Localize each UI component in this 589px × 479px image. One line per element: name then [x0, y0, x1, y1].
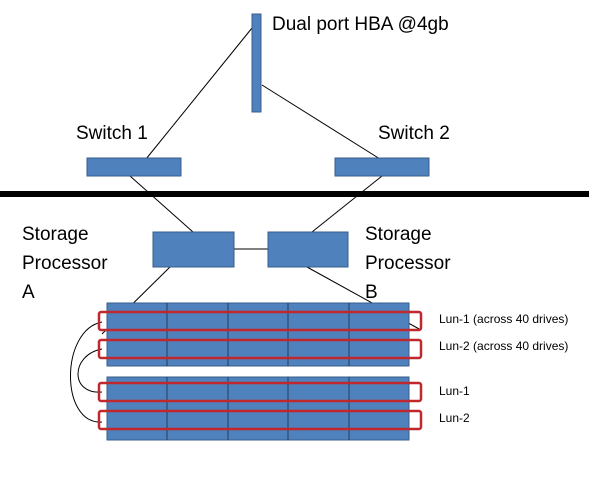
spb-label-line3: B — [365, 282, 378, 303]
switch2-to-spb-line — [311, 175, 383, 233]
lun-4-label: Lun-2 — [439, 411, 470, 425]
spb-label-line1: Storage — [365, 224, 432, 245]
switch1-to-spa-line — [129, 175, 194, 233]
storage-processor-a-box — [152, 231, 235, 268]
divider-bar — [0, 191, 589, 197]
drive-array-2 — [106, 376, 410, 441]
hba-label: Dual port HBA @4gb — [272, 14, 449, 35]
lun-1-label: Lun-1 (across 40 drives) — [439, 312, 568, 326]
switch1-label: Switch 1 — [76, 123, 148, 144]
storage-processor-b-label: Storage Processor B — [365, 224, 456, 303]
hba-to-switch1-line — [145, 27, 253, 160]
lun-4-outline — [97, 409, 423, 431]
lun-1-outline — [97, 310, 423, 332]
switch2-box — [334, 157, 430, 177]
spa-label-line2: Processor — [22, 253, 108, 274]
spb-label-line2: Processor — [365, 253, 451, 274]
hba-box — [251, 13, 262, 113]
connection-lines — [70, 27, 422, 423]
storage-processor-a-label: Storage Processor A — [22, 224, 113, 303]
drive-array-2-body — [106, 376, 410, 441]
loop-connector-inner — [77, 348, 103, 393]
drive-array-1 — [106, 302, 410, 367]
lun-2-outline — [97, 338, 423, 360]
lun-2-label: Lun-2 (across 40 drives) — [439, 339, 568, 353]
lun-3-outline — [97, 381, 423, 403]
storage-processor-b-box — [267, 231, 349, 268]
switch2-label: Switch 2 — [378, 123, 450, 144]
loop-connector-outer — [70, 321, 103, 423]
hba-to-switch2-line — [261, 84, 381, 160]
spa-label-line1: Storage — [22, 224, 89, 245]
lun-3-label: Lun-1 — [439, 384, 470, 398]
drive-array-1-body — [106, 302, 410, 367]
spa-label-line3: A — [22, 282, 35, 303]
switch1-box — [86, 157, 182, 177]
